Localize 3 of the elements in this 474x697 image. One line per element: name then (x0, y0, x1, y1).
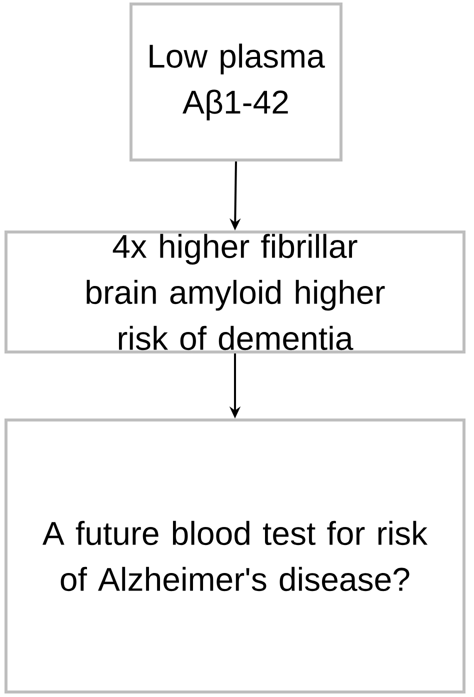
text-box: 4x higher fibrillar brain amyloid higher risk of dementia (4, 230, 466, 354)
text-box: Low plasma Aβ1-42 (130, 2, 342, 162)
text-box: A future blood test for risk of Alzheimer's disease? (4, 418, 466, 694)
